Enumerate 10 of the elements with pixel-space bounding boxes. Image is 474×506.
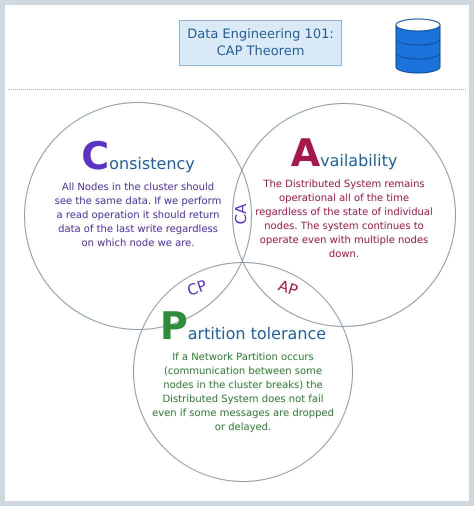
circle-heading: Consistency (81, 143, 195, 177)
title: Data Engineering 101: CAP Theorem (186, 26, 335, 60)
circle-description: The Distributed System remains operational all of the time regardless of the state of individual nodes. The system continues to operate even with multiple nodes down. (255, 178, 433, 262)
intersection-label: CP (184, 276, 210, 300)
circle-description: If a Network Partition occurs (communication between some nodes in the cluster breaks) the Distributed System does not fail even if some messages are dropped or delayed. (151, 351, 335, 435)
intersection-label: AP (276, 276, 300, 300)
circle-description: All Nodes in the cluster should see the same data. If we perform a read operation it should return data of the last write regardless on which node we are. (54, 181, 222, 251)
intersection-label: CA (232, 204, 250, 224)
circle-heading: Availability (290, 140, 398, 174)
circle-heading: Partition tolerance (160, 313, 326, 347)
